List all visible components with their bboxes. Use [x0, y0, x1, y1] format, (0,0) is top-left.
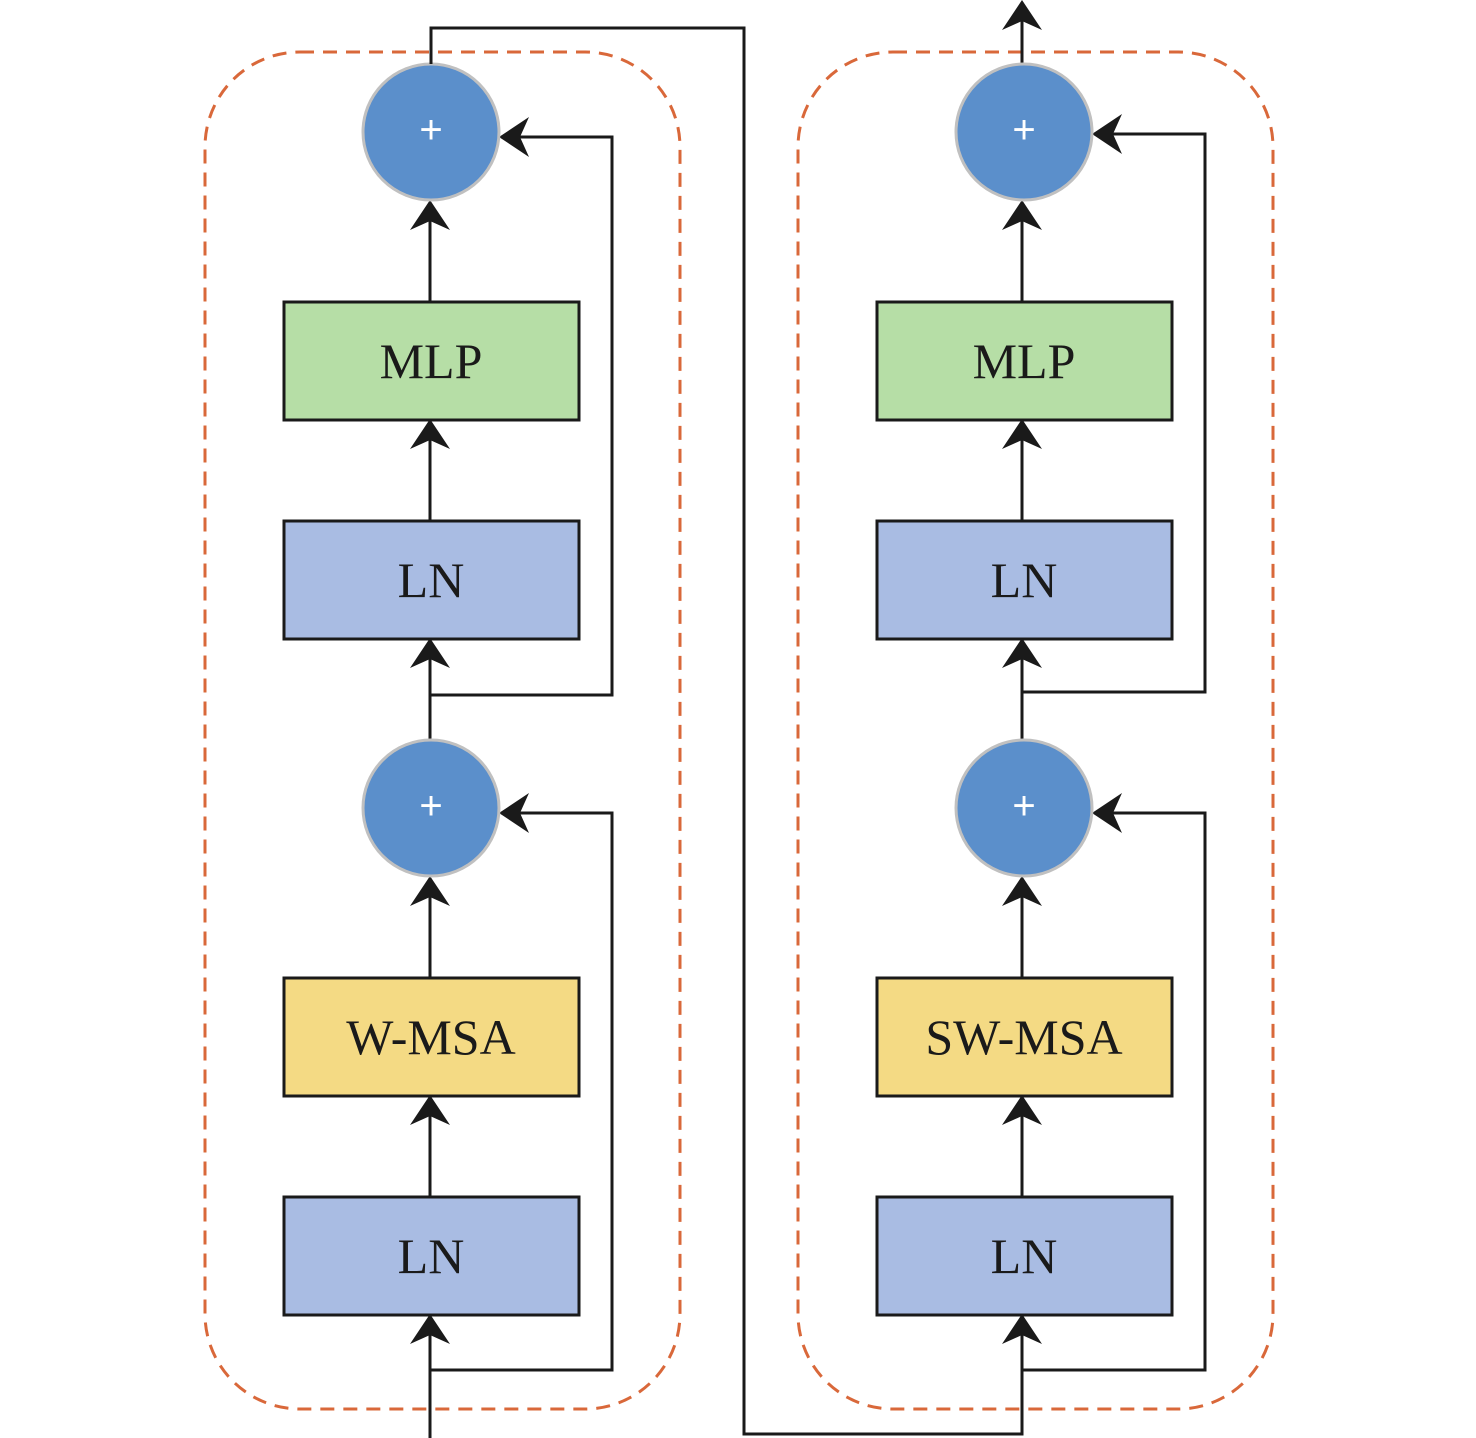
right-ln2-box: LN	[875, 519, 1174, 641]
left-block-group-border	[203, 50, 682, 1411]
left-attention-box: W-MSA	[282, 976, 581, 1098]
right-mlp-box: MLP	[875, 300, 1174, 422]
right-ln1-label: LN	[991, 1228, 1058, 1284]
left-adder2: +	[361, 62, 501, 202]
right-block-group-border	[796, 50, 1275, 1411]
left-adder1-plus-icon: +	[419, 784, 442, 828]
left-adder2-plus-icon: +	[419, 108, 442, 152]
left-skip-connection-2	[430, 117, 614, 697]
left-skip-connection-1	[430, 793, 614, 1372]
right-mlp-label: MLP	[973, 333, 1076, 389]
right-skip-connection-2	[1022, 114, 1207, 694]
left-ln1-label: LN	[398, 1228, 465, 1284]
right-adder2: +	[954, 62, 1094, 202]
left-ln2-label: LN	[398, 552, 465, 608]
left-mlp-label: MLP	[380, 333, 483, 389]
left-attention-label: W-MSA	[346, 1009, 515, 1065]
right-adder1: +	[954, 738, 1094, 878]
right-attention-box: SW-MSA	[875, 976, 1174, 1098]
left-ln1-box: LN	[282, 1195, 581, 1317]
right-ln1-box: LN	[875, 1195, 1174, 1317]
right-skip-connection-1	[1022, 793, 1207, 1372]
right-attention-label: SW-MSA	[925, 1009, 1122, 1065]
block-right: LN SW-MSA + LN MLP +	[875, 0, 1207, 1372]
left-adder1: +	[361, 738, 501, 878]
left-ln2-box: LN	[282, 519, 581, 641]
right-ln2-label: LN	[991, 552, 1058, 608]
right-adder2-plus-icon: +	[1012, 108, 1035, 152]
block-connector	[429, 26, 1042, 1436]
right-adder1-plus-icon: +	[1012, 784, 1035, 828]
block-left: LN W-MSA + LN MLP +	[282, 62, 614, 1438]
left-mlp-box: MLP	[282, 300, 581, 422]
